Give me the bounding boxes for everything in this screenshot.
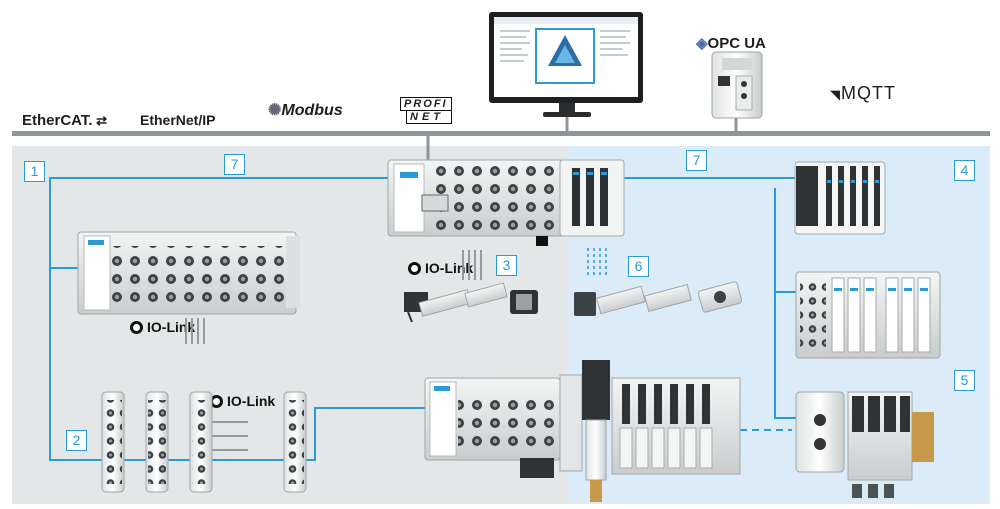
mqtt-logo: ◥MQTT — [830, 83, 896, 103]
modbus-logo: ✺Modbus — [268, 102, 343, 119]
iolink-icon — [210, 395, 223, 408]
iolink-icon — [408, 262, 421, 275]
remote-io-left — [77, 231, 300, 315]
ethercat-logo: EtherCAT. ⇄ — [22, 112, 108, 129]
opcua-logo: ◈OPC UA — [696, 35, 766, 52]
callout-1: 1 — [24, 161, 45, 182]
backbone-drops — [426, 117, 738, 160]
iolink-masters — [101, 391, 307, 493]
iolink-label-left: IO-Link — [130, 319, 195, 335]
callout-2: 2 — [66, 430, 87, 451]
iolink-devices — [404, 282, 538, 323]
iot-gateway — [711, 51, 763, 119]
ethernet-backbone — [12, 131, 990, 136]
valve-terminal-5-upper — [795, 271, 941, 359]
engineering-monitor — [489, 12, 643, 117]
remote-io-bottom — [424, 377, 561, 478]
valve-terminal-4 — [794, 161, 886, 235]
callout-4: 4 — [954, 160, 975, 181]
remote-io-top — [387, 159, 625, 246]
callout-7-right: 7 — [686, 150, 707, 171]
callout-3: 3 — [496, 255, 517, 276]
iolink-label-lower: IO-Link — [210, 393, 275, 409]
valve-terminal-5-lower — [795, 391, 934, 498]
callout-5: 5 — [954, 370, 975, 391]
valve-terminal-bottom — [559, 360, 741, 502]
iolink-label-upper: IO-Link — [408, 260, 473, 276]
ethernetip-logo: EtherNet/IP — [140, 112, 216, 128]
pneumatic-actuators — [574, 281, 742, 316]
callout-6: 6 — [628, 256, 649, 277]
iolink-icon — [130, 321, 143, 334]
profinet-logo: PROFI NET — [400, 97, 452, 124]
callout-7-left: 7 — [224, 154, 245, 175]
